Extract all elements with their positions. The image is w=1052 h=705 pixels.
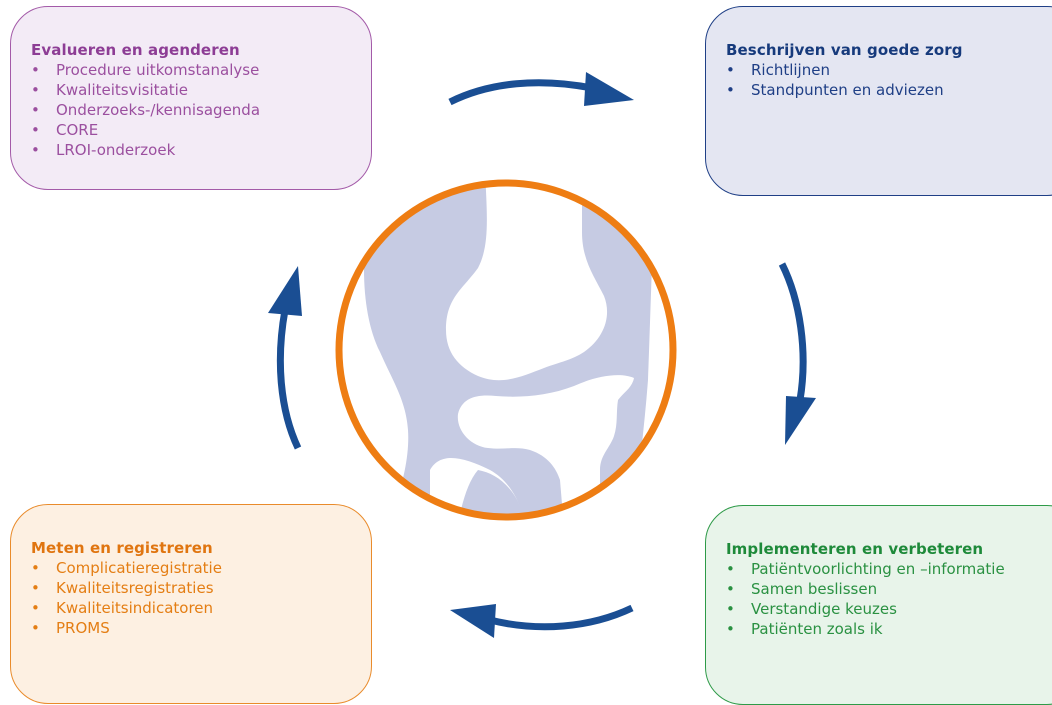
arrow-left	[280, 310, 298, 448]
list-item: Kwaliteitsvisitatie	[31, 80, 351, 100]
arrow-bottom-head	[450, 604, 496, 638]
measure-box: Meten en registreren Complicatieregistra…	[10, 504, 372, 704]
arrow-bottom	[490, 608, 632, 627]
list-item: Verstandige keuzes	[726, 599, 1052, 619]
list-item: Onderzoeks-/kennisagenda	[31, 100, 351, 120]
list-item: Kwaliteitsindicatoren	[31, 598, 351, 618]
arrow-top	[450, 83, 592, 102]
list-item: PROMS	[31, 618, 351, 638]
implement-box: Implementeren en verbeteren Patiëntvoorl…	[705, 505, 1052, 705]
measure-title: Meten en registreren	[31, 539, 351, 557]
list-item: Complicatieregistratie	[31, 558, 351, 578]
describe-title: Beschrijven van goede zorg	[726, 41, 1052, 59]
describe-box: Beschrijven van goede zorg Richtlijnen S…	[705, 6, 1052, 196]
knee-joint-icon	[330, 170, 690, 540]
list-item: Patiënten zoals ik	[726, 619, 1052, 639]
list-item: Kwaliteitsregistraties	[31, 578, 351, 598]
list-item: Standpunten en adviezen	[726, 80, 1052, 100]
evaluate-list: Procedure uitkomstanalyse Kwaliteitsvisi…	[31, 60, 351, 160]
list-item: LROI-onderzoek	[31, 140, 351, 160]
list-item: CORE	[31, 120, 351, 140]
arrow-top-head	[584, 72, 634, 106]
describe-list: Richtlijnen Standpunten en adviezen	[726, 60, 1052, 100]
evaluate-box: Evalueren en agenderen Procedure uitkoms…	[10, 6, 372, 190]
list-item: Patiëntvoorlichting en –informatie	[726, 559, 1052, 579]
list-item: Richtlijnen	[726, 60, 1052, 80]
implement-list: Patiëntvoorlichting en –informatie Samen…	[726, 559, 1052, 639]
implement-title: Implementeren en verbeteren	[726, 540, 1052, 558]
list-item: Samen beslissen	[726, 579, 1052, 599]
measure-list: Complicatieregistratie Kwaliteitsregistr…	[31, 558, 351, 638]
arrow-left-head	[268, 266, 302, 316]
list-item: Procedure uitkomstanalyse	[31, 60, 351, 80]
evaluate-title: Evalueren en agenderen	[31, 41, 351, 59]
arrow-right-head	[785, 396, 816, 445]
arrow-right	[782, 264, 803, 400]
